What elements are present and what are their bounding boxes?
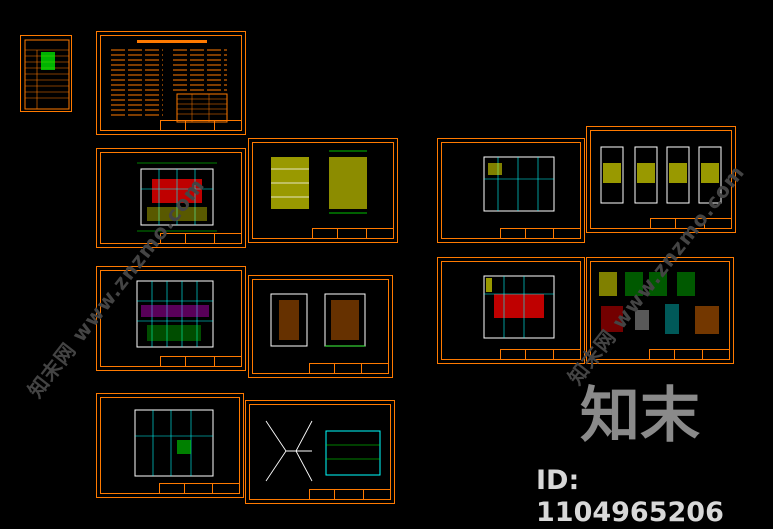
sheet-sections[interactable]: [248, 275, 393, 378]
sheet-design-notes[interactable]: [96, 31, 246, 135]
sheet-plan-2[interactable]: [96, 266, 246, 371]
index-table-graphic: [24, 39, 70, 110]
design-notes-graphic: [111, 40, 228, 123]
sheet-details[interactable]: [586, 257, 734, 364]
sections-graphic: [270, 293, 366, 347]
elevations-graphic: [271, 150, 367, 214]
brand-watermark: 知末: [580, 381, 700, 451]
sheet-index[interactable]: [20, 35, 72, 112]
sheet-plan-4[interactable]: [437, 138, 585, 243]
sheet-plan-5[interactable]: [437, 257, 585, 364]
plan-4-graphic: [483, 156, 555, 212]
plan-3-graphic: [134, 409, 214, 477]
plan-1-graphic: [137, 162, 217, 232]
plan-5-graphic: [483, 275, 555, 339]
sheet-plan-3[interactable]: [96, 393, 244, 498]
details-graphic: [599, 272, 719, 334]
plan-2-graphic: [136, 280, 214, 348]
sheet-roof[interactable]: [245, 400, 395, 504]
sheet-elevations[interactable]: [248, 138, 398, 243]
sheet-plan-1[interactable]: [96, 148, 246, 248]
roof-graphic: [265, 420, 381, 482]
sheet-stair[interactable]: [586, 126, 736, 233]
id-watermark: ID: 1104965206: [536, 465, 724, 528]
stair-graphic: [600, 146, 722, 204]
